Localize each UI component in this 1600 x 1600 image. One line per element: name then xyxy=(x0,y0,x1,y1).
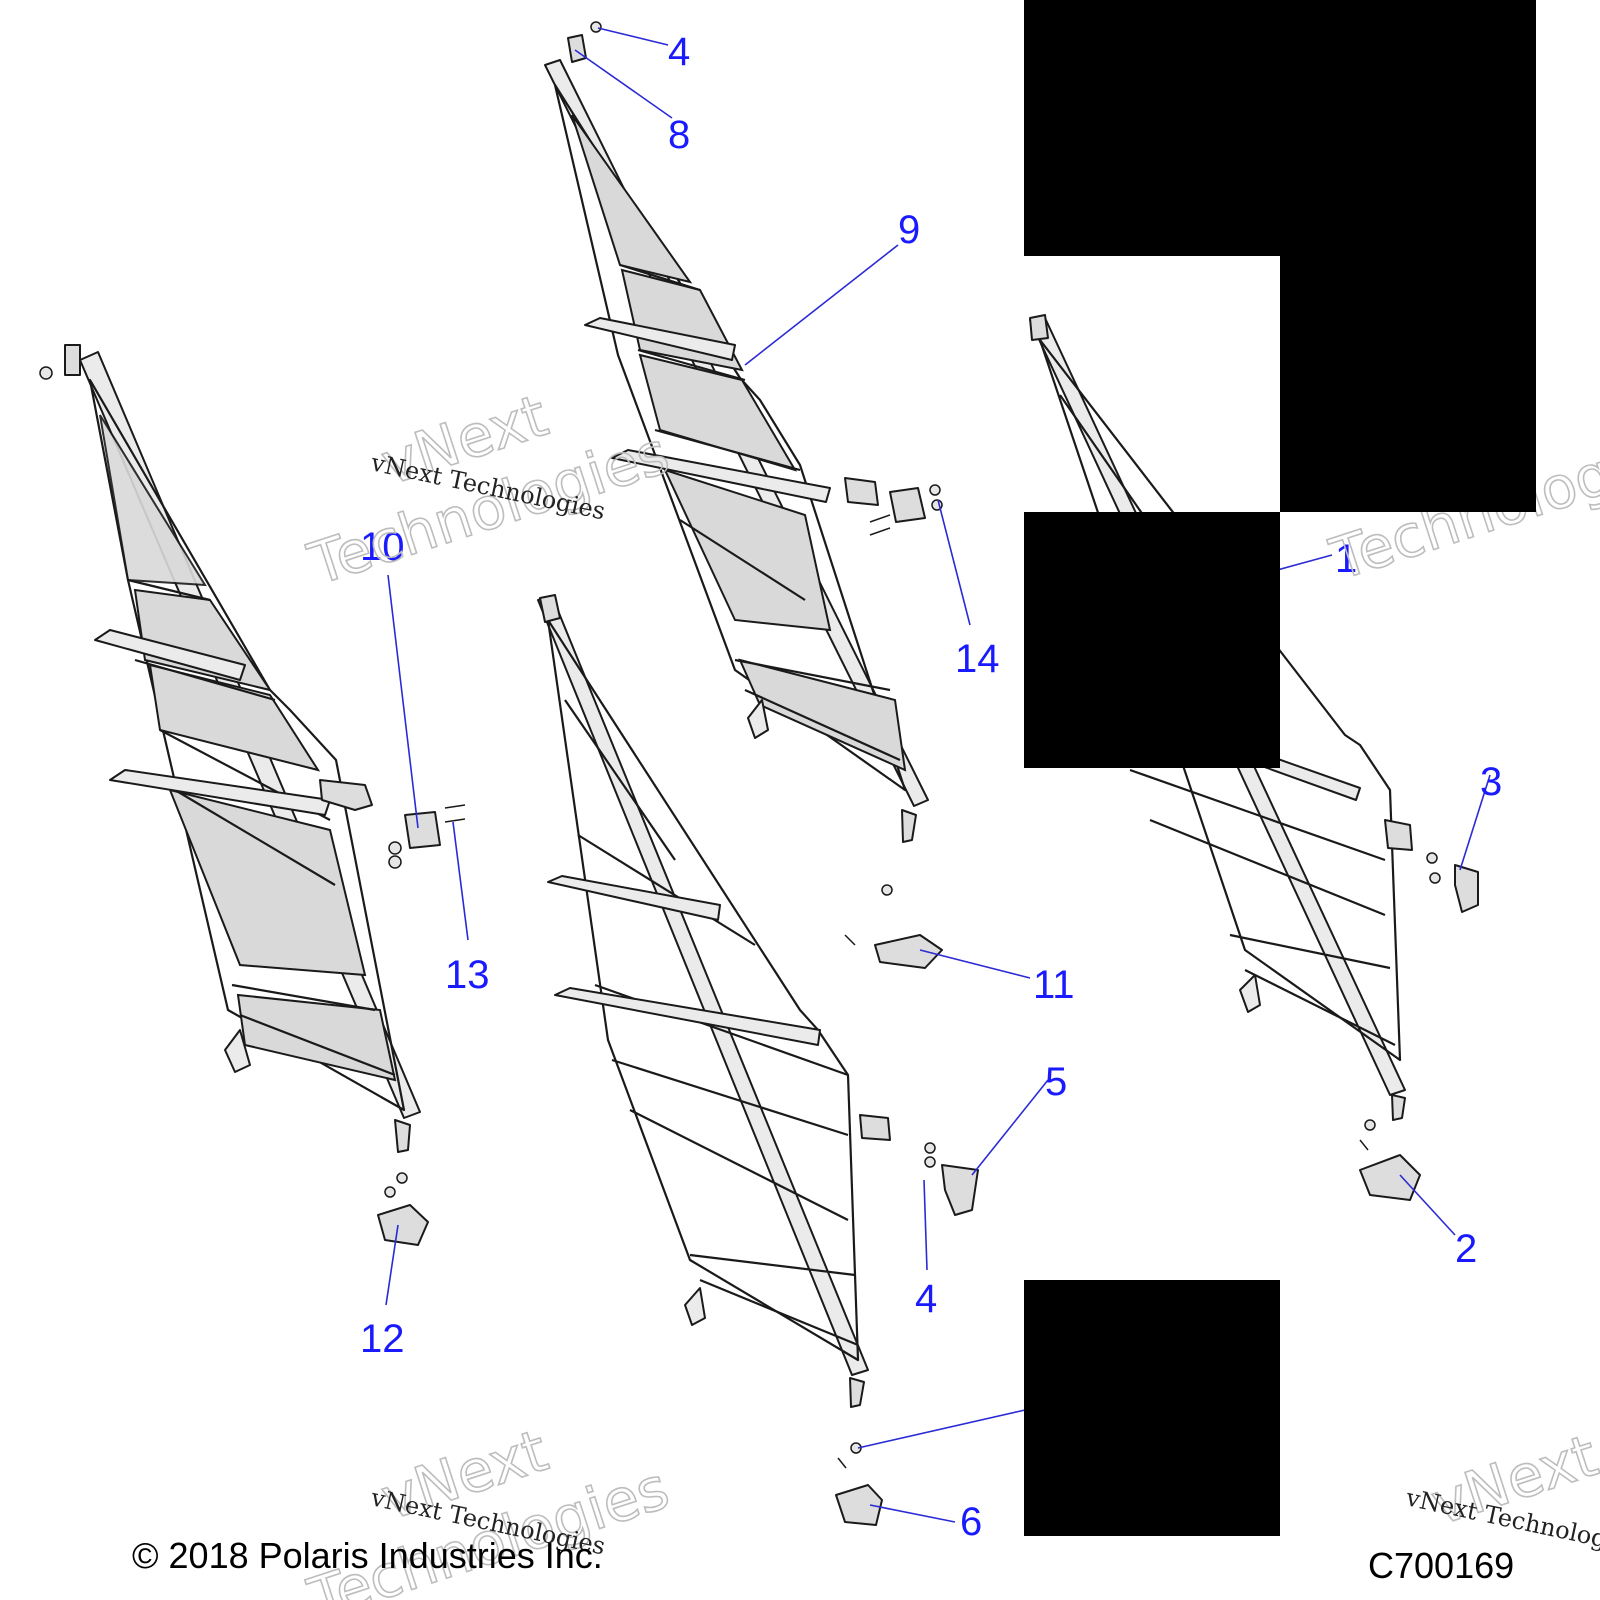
latch-striker-12 xyxy=(377,1172,429,1246)
callout-14: 14 xyxy=(955,637,1000,681)
door-assembly-top-middle xyxy=(544,21,929,843)
callout-10: 10 xyxy=(360,525,405,569)
watermark-bottom-right: vNext vNext Technologies xyxy=(1403,1420,1600,1560)
callout-1: 1 xyxy=(1335,537,1357,581)
watermark-top: vNext Technologies vNext Technologies xyxy=(300,380,678,599)
callout-6: 6 xyxy=(960,1500,982,1544)
redaction-middle-right xyxy=(1024,512,1280,768)
callout-4-top: 4 xyxy=(668,30,690,74)
door-assembly-bottom-middle xyxy=(537,594,891,1408)
striker-5 xyxy=(924,1142,979,1216)
latch-11 xyxy=(844,884,943,969)
callout-5: 5 xyxy=(1045,1060,1067,1104)
callout-12: 12 xyxy=(360,1317,405,1361)
redaction-top-right-wide xyxy=(1024,0,1536,256)
copyright-text: © 2018 Polaris Industries Inc. xyxy=(132,1535,603,1576)
callout-9: 9 xyxy=(898,208,920,252)
cover-6 xyxy=(835,1442,883,1526)
hinge-bracket-left xyxy=(388,804,466,869)
callout-3: 3 xyxy=(1480,760,1502,804)
callout-11: 11 xyxy=(1033,963,1075,1007)
latch-3 xyxy=(1426,852,1479,913)
redaction-blocks xyxy=(1024,0,1536,1536)
hinge-bracket-14 xyxy=(869,484,943,536)
door-assembly-left xyxy=(39,344,421,1153)
callout-labels: 1 2 3 4 4 5 6 8 9 10 11 12 13 14 xyxy=(360,30,1502,1544)
callout-8: 8 xyxy=(668,113,690,157)
callout-2: 2 xyxy=(1455,1227,1477,1271)
redaction-top-right-tall xyxy=(1280,256,1536,512)
bracket-2 xyxy=(1359,1119,1421,1201)
leader-lines xyxy=(385,27,1491,1523)
redaction-bottom-right xyxy=(1024,1280,1280,1536)
callout-4-mid: 4 xyxy=(915,1277,937,1321)
drawing-code: C700169 xyxy=(1368,1545,1514,1586)
callout-13: 13 xyxy=(445,953,490,997)
